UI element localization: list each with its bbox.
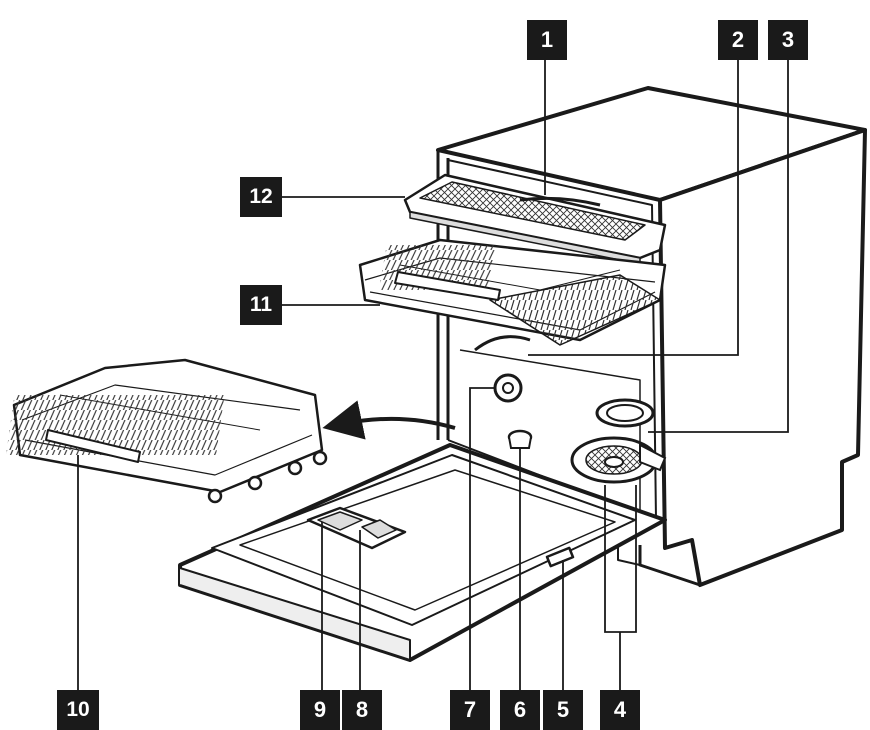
callout-10: 10 — [57, 690, 99, 730]
cabinet-side — [660, 130, 865, 585]
callout-4: 4 — [600, 690, 640, 730]
callout-12: 12 — [240, 177, 282, 217]
callout-6: 6 — [500, 690, 540, 730]
callout-11: 11 — [240, 285, 282, 325]
callout-1: 1 — [527, 20, 567, 60]
callout-5: 5 — [543, 690, 583, 730]
callout-2: 2 — [718, 20, 758, 60]
callout-7: 7 — [450, 690, 490, 730]
callout-3: 3 — [768, 20, 808, 60]
lower-basket — [6, 360, 326, 502]
callout-8: 8 — [342, 690, 382, 730]
cabinet-base — [640, 545, 700, 585]
callout-9: 9 — [300, 690, 340, 730]
